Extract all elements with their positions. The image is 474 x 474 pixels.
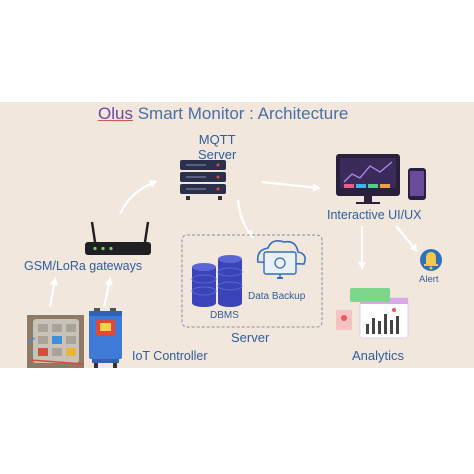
dbms-label: DBMS <box>210 310 239 321</box>
arrow-gateway-to-mqtt <box>118 180 158 215</box>
mqtt-server-label: MQTT Server <box>198 132 236 162</box>
connector-arrows <box>48 180 418 308</box>
cloud-backup-icon <box>256 240 306 279</box>
database-icon <box>191 255 243 307</box>
server-label: Server <box>231 330 270 345</box>
arrow-mqtt-to-server <box>236 199 254 239</box>
architecture-diagram: Olus Smart Monitor : Architecture MQTT S… <box>0 102 474 368</box>
interactive-ui-label: Interactive UI/UX <box>327 208 422 222</box>
brand-name: Olus <box>98 104 133 123</box>
phone-icon <box>408 168 426 200</box>
diagram-title: Olus Smart Monitor : Architecture <box>98 104 348 124</box>
analytics-label: Analytics <box>352 348 405 363</box>
arrow-mqtt-to-ui <box>261 180 321 192</box>
diagram-graphics <box>27 154 442 368</box>
server-group-box <box>181 234 323 328</box>
title-text: Smart Monitor : Architecture <box>132 104 349 123</box>
alert-label: Alert <box>419 274 439 285</box>
router-icon <box>85 221 151 255</box>
circuit-board-photo <box>27 315 85 368</box>
arrow-controller-to-gateway <box>102 277 113 308</box>
iot-controller-label: IoT Controller <box>132 349 208 363</box>
monitor-icon <box>336 154 400 204</box>
data-backup-label: Data Backup <box>248 291 306 302</box>
analytics-dashboard-icon <box>336 288 409 339</box>
bell-icon <box>420 249 442 271</box>
mqtt-label-line1: MQTT <box>198 132 236 147</box>
arrow-ui-to-alert <box>395 225 418 253</box>
arrow-iot-to-gateway <box>48 277 59 308</box>
gateway-label: GSM/LoRa gateways <box>24 259 143 273</box>
iot-box-icon <box>89 308 122 368</box>
server-rack-icon <box>180 160 226 200</box>
mqtt-label-line2: Server <box>198 147 237 162</box>
